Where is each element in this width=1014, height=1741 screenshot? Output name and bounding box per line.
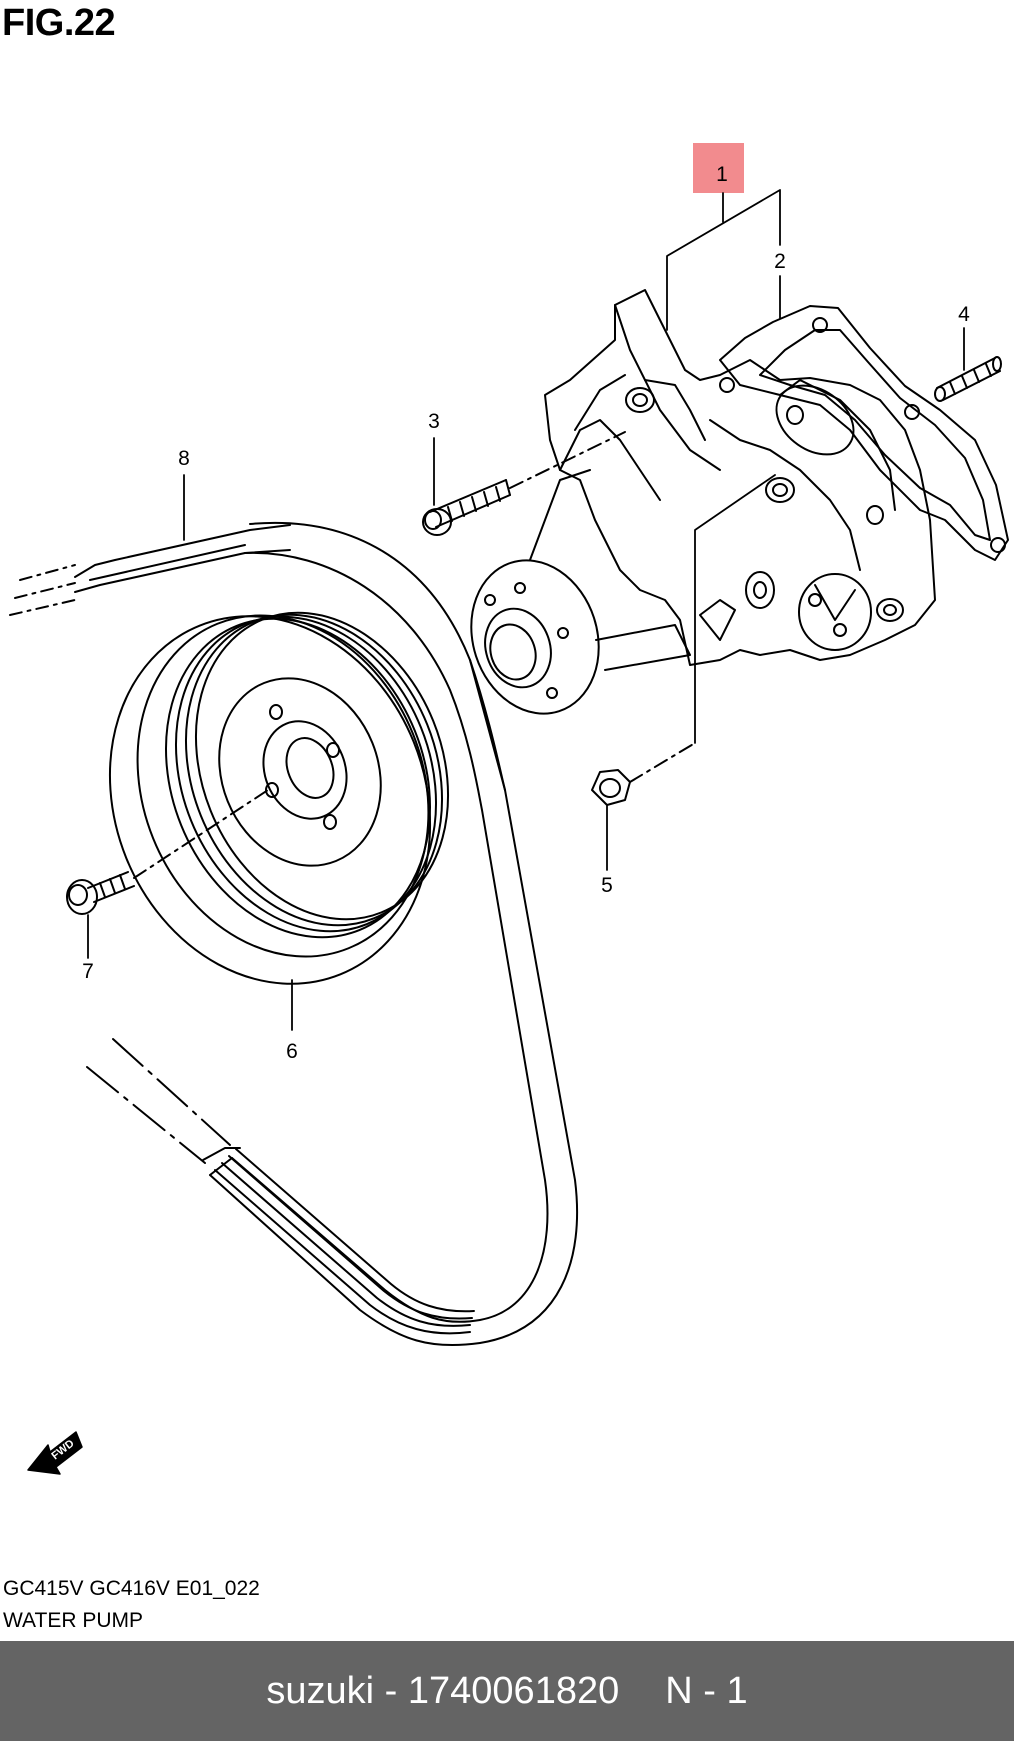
callout-4[interactable]: 4	[958, 303, 970, 371]
callout-5-label: 5	[601, 874, 613, 897]
v-belt-8	[9, 522, 579, 1347]
nut-5	[591, 474, 776, 806]
pulley-6	[108, 611, 450, 985]
callout-2[interactable]: 2	[774, 250, 786, 273]
water-pump-body	[544, 289, 936, 666]
figure-title: FIG.22	[2, 2, 116, 44]
callout-3[interactable]: 3	[428, 410, 440, 506]
model-caption: GC415V GC416V E01_022	[3, 1577, 260, 1600]
callout-1[interactable]: 1	[693, 143, 744, 193]
pump-flange	[470, 469, 691, 715]
footer-part-number: suzuki - 1740061820	[266, 1669, 620, 1712]
callout-2-label: 2	[774, 250, 786, 273]
callout-4-label: 4	[958, 303, 970, 326]
callout-7-label: 7	[82, 960, 94, 983]
bolt-3	[422, 431, 626, 536]
callout-3-label: 3	[428, 410, 440, 433]
callout-1-bracket	[666, 189, 781, 331]
callout-7[interactable]: 7	[82, 914, 94, 983]
footer-bar: suzuki - 1740061820 N - 1	[0, 1641, 1014, 1741]
callout-5[interactable]: 5	[601, 805, 613, 897]
callout-8-label: 8	[178, 447, 190, 470]
callout-6[interactable]: 6	[286, 979, 298, 1063]
callout-1-highlight	[693, 143, 744, 193]
bolt-7	[66, 789, 269, 915]
callout-8[interactable]: 8	[178, 447, 190, 541]
stud-4	[934, 356, 1002, 402]
callout-6-label: 6	[286, 1040, 298, 1063]
callout-1-label: 1	[716, 163, 728, 186]
fwd-arrow-icon: FWD	[27, 1431, 83, 1475]
section-caption: WATER PUMP	[3, 1609, 143, 1632]
footer-position: N - 1	[665, 1669, 748, 1712]
